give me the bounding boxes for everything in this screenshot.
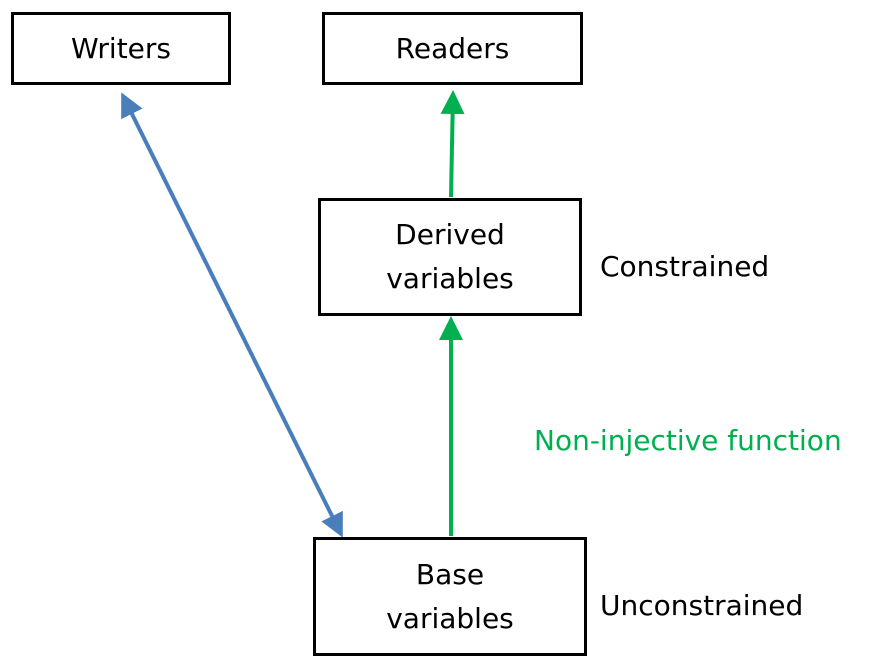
base-variables-box: Base variables bbox=[313, 537, 587, 656]
unconstrained-label: Unconstrained bbox=[600, 589, 804, 622]
derived-to-readers-arrow bbox=[440, 90, 465, 198]
derived-variables-label-line2: variables bbox=[386, 262, 514, 295]
derived-variables-box: Derived variables bbox=[318, 198, 582, 316]
writers-label: Writers bbox=[70, 31, 172, 65]
readers-box: Readers bbox=[322, 12, 583, 85]
writers-box: Writers bbox=[11, 12, 231, 85]
readers-label: Readers bbox=[395, 31, 510, 65]
writers-base-bidirectional-arrow bbox=[121, 92, 343, 538]
derived-variables-label-line1: Derived bbox=[395, 218, 505, 251]
base-variables-label-line2: variables bbox=[386, 601, 514, 635]
constrained-label: Constrained bbox=[600, 250, 770, 283]
non-injective-function-label: Non-injective function bbox=[534, 424, 842, 457]
base-variables-label-line1: Base bbox=[415, 557, 485, 591]
